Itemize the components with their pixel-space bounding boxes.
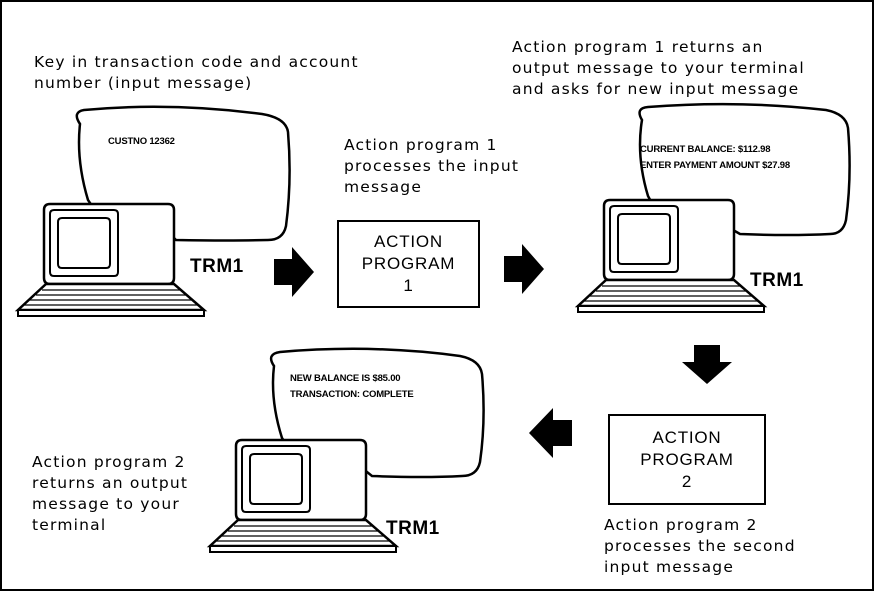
action-program-1-box: ACTION PROGRAM 1 xyxy=(337,220,480,308)
caption-key-in-input: Key in transaction code and account numb… xyxy=(34,53,359,92)
program-1-line3: 1 xyxy=(403,276,414,295)
arrow-left xyxy=(529,408,572,458)
caption-program-2-processes: Action program 2 processes the second in… xyxy=(604,516,796,576)
screen-message-3: NEW BALANCE IS $85.00 TRANSACTION: COMPL… xyxy=(290,373,414,400)
caption-program-2-returns: Action program 2 returns an output messa… xyxy=(32,453,189,534)
program-2-line2: PROGRAM xyxy=(640,449,734,469)
program-1-line1: ACTION xyxy=(373,232,444,251)
screen-message-2: CURRENT BALANCE: $112.98 ENTER PAYMENT A… xyxy=(640,144,790,171)
arrow-right-2 xyxy=(504,244,544,294)
arrow-right-1 xyxy=(274,247,314,297)
terminal-label-3: TRM1 xyxy=(386,518,440,539)
screen-message-1: CUSTNO 12362 xyxy=(108,136,175,147)
program-1-line2: PROGRAM xyxy=(361,254,456,273)
arrow-down xyxy=(682,345,732,384)
caption-program-1-processes: Action program 1 processes the input mes… xyxy=(344,136,520,196)
action-program-2-box: ACTION PROGRAM 2 xyxy=(608,414,766,505)
caption-program-1-returns: Action program 1 returns an output messa… xyxy=(512,38,805,98)
program-2-line1: ACTION xyxy=(652,427,722,447)
program-2-line3: 2 xyxy=(681,471,693,491)
terminal-label-1: TRM1 xyxy=(190,256,244,277)
terminal-label-2: TRM1 xyxy=(750,270,804,291)
